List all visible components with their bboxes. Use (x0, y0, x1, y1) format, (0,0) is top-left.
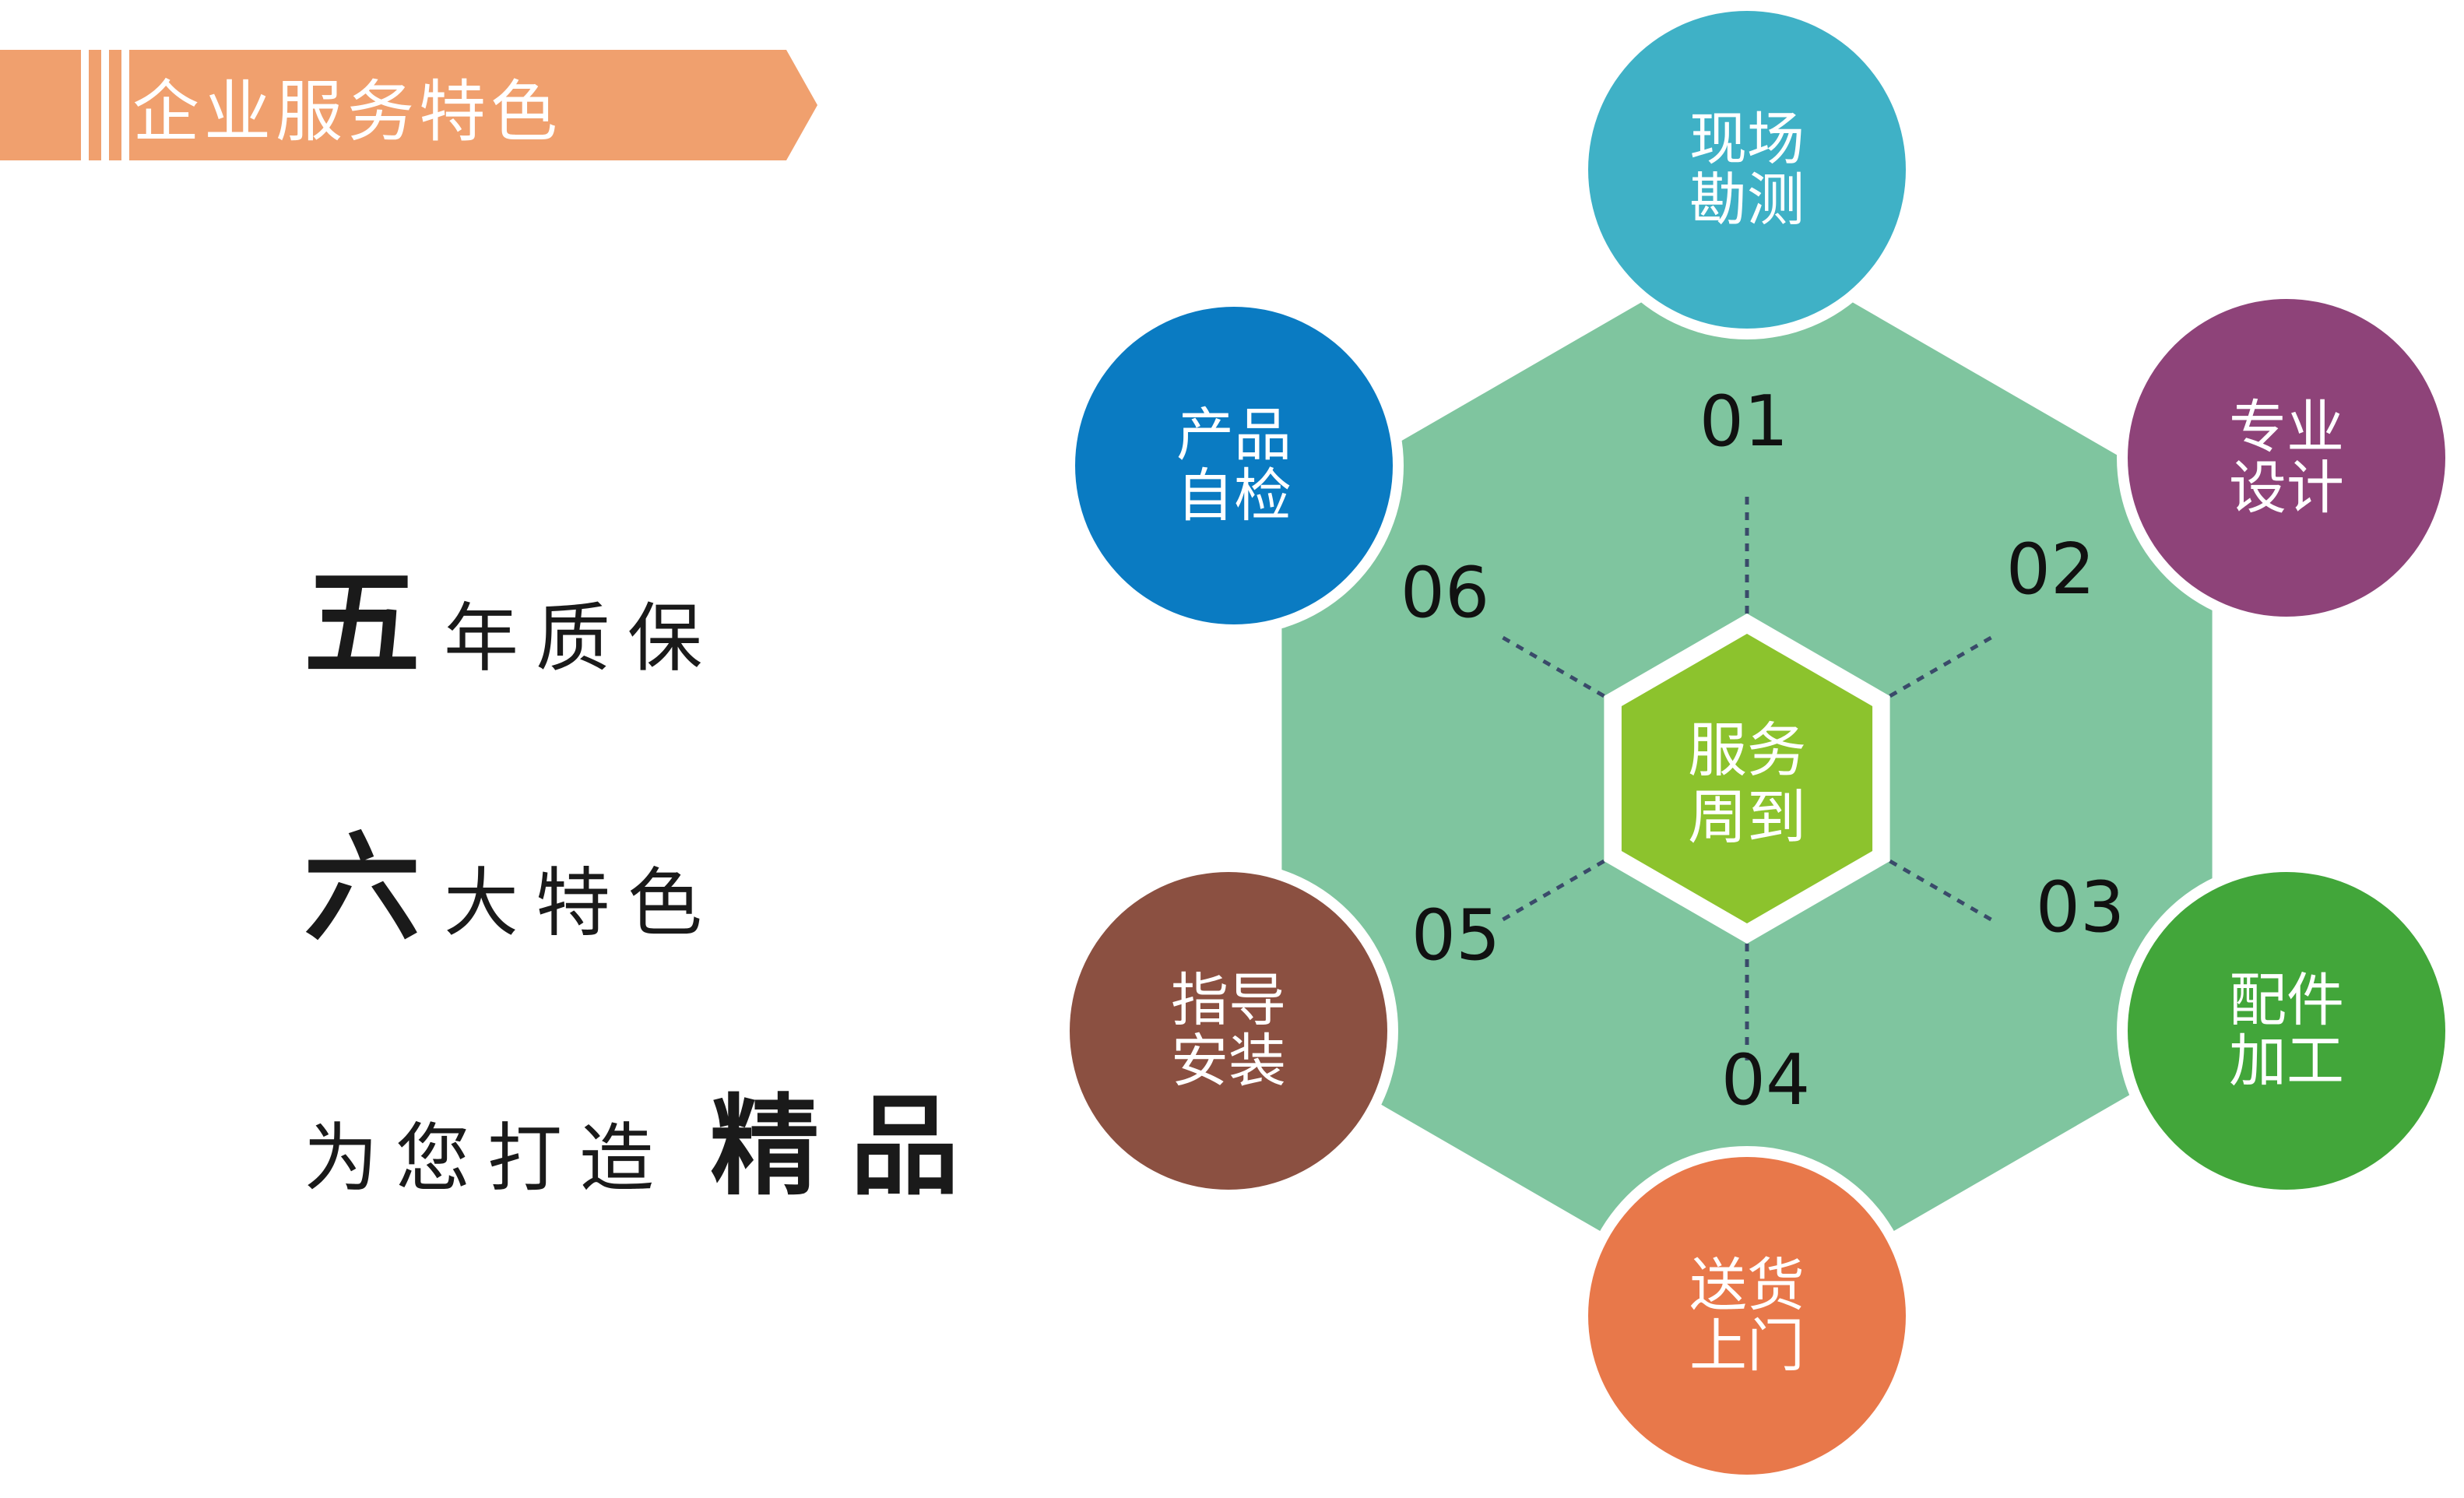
service-node-label-line1: 配件 (2229, 967, 2344, 1034)
slogan-quality-emphasis: 精品 (710, 1083, 991, 1211)
section-banner (0, 50, 817, 160)
slogan-features: 六 大特色 (304, 794, 719, 963)
banner-title: 企业服务特色 (132, 72, 562, 151)
service-node-label-line2: 安装 (1171, 1028, 1286, 1095)
connector-line (1889, 632, 1998, 698)
center-hexagon (1621, 634, 1873, 923)
service-node-circle (1588, 11, 1906, 329)
service-node-circle (1075, 307, 1393, 624)
connector-line (1496, 632, 1605, 698)
service-node-circle (2128, 299, 2445, 617)
slogan-warranty-emphasis: 五 (304, 555, 421, 692)
service-node-number: 06 (1401, 552, 1490, 634)
service-node-circle (1588, 1157, 1906, 1475)
service-node-label-line1: 现场 (1689, 106, 1805, 173)
banner-stripe (81, 50, 89, 160)
service-node-label-line2: 设计 (2229, 455, 2344, 522)
center-label-line1: 服务 (1688, 716, 1806, 785)
slogan-warranty: 五 年质保 (304, 529, 719, 698)
service-node-number: 04 (1721, 1039, 1811, 1121)
service-node-label-line1: 专业 (2229, 394, 2344, 461)
slogan-warranty-text: 年质保 (444, 595, 720, 682)
banner-stripe (101, 50, 109, 160)
slogan-quality: 为您打造 精品 (304, 1059, 990, 1216)
service-node-label-line1: 产品 (1176, 402, 1292, 469)
slogan-features-text: 大特色 (444, 860, 720, 947)
service-node-number: 03 (2036, 867, 2125, 948)
service-node-label-line1: 指导 (1171, 967, 1286, 1034)
service-node-label-line2: 勘测 (1689, 167, 1805, 234)
banner-stripe (121, 50, 129, 160)
service-node-label-line1: 送货 (1689, 1252, 1805, 1319)
service-node-label-line2: 加工 (2229, 1028, 2344, 1095)
center-label-line2: 周到 (1688, 782, 1806, 852)
slogan-features-emphasis: 六 (304, 820, 421, 957)
service-node-number: 05 (1411, 895, 1501, 976)
service-node-number: 02 (2006, 529, 2096, 610)
service-node-circle (1070, 872, 1387, 1190)
service-node-circle (2128, 872, 2445, 1190)
service-node-number: 01 (1699, 381, 1789, 462)
service-node-label-line2: 自检 (1176, 462, 1292, 529)
banner-arrow-shape (0, 50, 817, 160)
connector-line (1496, 859, 1605, 925)
connector-line (1889, 859, 1998, 925)
slogan-quality-text: 为您打造 (304, 1115, 671, 1202)
connector-lines (1496, 491, 1998, 1067)
service-node-label-line2: 上门 (1689, 1313, 1805, 1380)
